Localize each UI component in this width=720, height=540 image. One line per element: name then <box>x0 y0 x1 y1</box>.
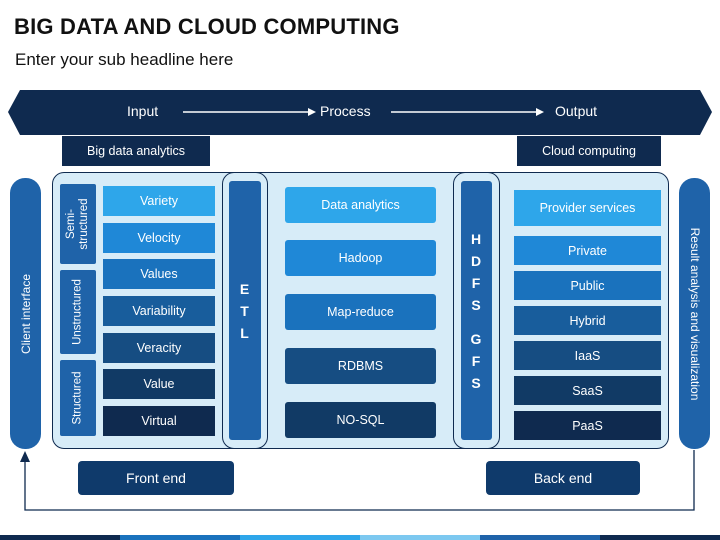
bottom-color-strip <box>0 535 720 540</box>
attribute-box: Variety <box>103 186 215 216</box>
cloud-item: SaaS <box>514 376 661 405</box>
back-end-button[interactable]: Back end <box>486 461 640 495</box>
gfs-letter: F <box>471 352 482 369</box>
front-end-button[interactable]: Front end <box>78 461 234 495</box>
attribute-box: Values <box>103 259 215 289</box>
client-interface-pill: Client interface <box>10 178 41 449</box>
cloud-item: PaaS <box>514 411 661 440</box>
attribute-box: Value <box>103 369 215 399</box>
etl-letter: L <box>240 324 250 341</box>
hdfs-letter: H <box>470 230 483 247</box>
hdfs-gfs-bar: H D F S G F S <box>461 181 492 440</box>
page-subtitle: Enter your sub headline here <box>15 50 234 69</box>
category-structured: Structured <box>60 360 96 436</box>
gfs-letter: S <box>471 374 482 391</box>
process-item: Hadoop <box>285 240 436 276</box>
strip-segment <box>0 535 120 540</box>
page-title: BIG DATA AND CLOUD COMPUTING <box>14 14 400 39</box>
strip-segment <box>120 535 240 540</box>
process-item: NO-SQL <box>285 402 436 438</box>
attribute-box: Veracity <box>103 333 215 363</box>
flow-process-label: Process <box>320 103 371 119</box>
category-unstructured: Unstructured <box>60 270 96 354</box>
cloud-item: IaaS <box>514 341 661 370</box>
etl-letter: E <box>239 280 251 297</box>
etl-bar: E T L <box>229 181 261 440</box>
flow-banner-shape <box>8 90 712 135</box>
flow-output-label: Output <box>555 103 598 119</box>
etl-letter: T <box>240 302 250 319</box>
attribute-box: Velocity <box>103 223 215 253</box>
gfs-letter: G <box>470 330 483 347</box>
attribute-box: Variability <box>103 296 215 326</box>
strip-segment <box>240 535 360 540</box>
cloud-item: Private <box>514 236 661 265</box>
strip-segment <box>480 535 600 540</box>
process-item: Data analytics <box>285 187 436 223</box>
cloud-item: Hybrid <box>514 306 661 335</box>
process-item: Map-reduce <box>285 294 436 330</box>
process-item: RDBMS <box>285 348 436 384</box>
cloud-item: Provider services <box>514 190 661 226</box>
hdfs-letter: F <box>471 274 482 291</box>
category-semi-structured: Semi-structured <box>60 184 96 264</box>
flow-banner: Input Process Output <box>8 90 712 135</box>
hdfs-letter: S <box>471 296 482 313</box>
tag-big-data-analytics: Big data analytics <box>62 136 210 166</box>
hdfs-letter: D <box>470 252 483 269</box>
flow-input-label: Input <box>127 103 159 119</box>
strip-segment <box>600 535 720 540</box>
cloud-item: Public <box>514 271 661 300</box>
tag-cloud-computing: Cloud computing <box>517 136 661 166</box>
strip-segment <box>360 535 480 540</box>
result-analysis-pill: Result analysis and visualization <box>679 178 710 449</box>
attribute-box: Virtual <box>103 406 215 436</box>
